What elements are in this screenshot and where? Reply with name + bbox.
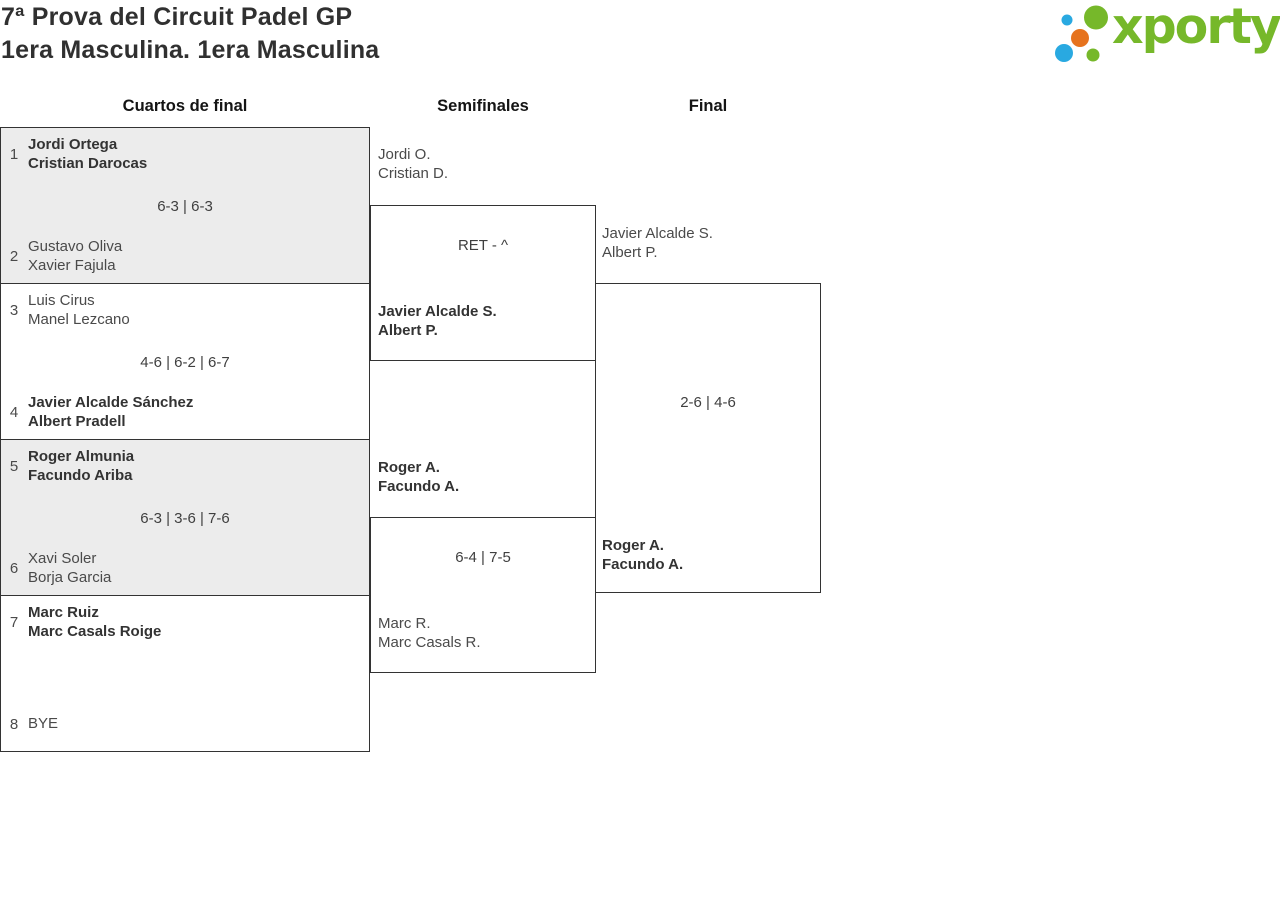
team-slot-seed-7: 7 Marc Ruiz Marc Casals Roige — [9, 604, 162, 641]
player-name: Facundo A. — [378, 477, 460, 495]
seed-number: 2 — [9, 248, 19, 265]
round-header-semifinales: Semifinales — [437, 97, 529, 115]
team-slot-seed-5: 5 Roger Almunia Facundo Ariba — [9, 448, 134, 485]
seed-number: 5 — [9, 458, 19, 475]
seed-number: 7 — [9, 614, 19, 631]
player-name: Manel Lezcano — [28, 310, 130, 328]
seed-number: 1 — [9, 146, 19, 163]
semifinal1-bottom-team: Javier Alcalde S. Albert P. — [378, 303, 497, 340]
match-score: 4-6 | 6-2 | 6-7 — [140, 354, 230, 371]
player-name: Facundo Ariba — [28, 466, 133, 484]
match-quarterfinal-3: 5 Roger Almunia Facundo Ariba 6-3 | 3-6 … — [0, 439, 370, 596]
player-name: Roger A. — [378, 459, 440, 476]
team-names: BYE — [28, 715, 58, 734]
match-quarterfinal-4: 7 Marc Ruiz Marc Casals Roige 8 BYE — [0, 595, 370, 752]
match-score: 6-3 | 6-3 — [157, 198, 213, 215]
player-name: Borja Garcia — [28, 568, 112, 586]
match-quarterfinal-2: 3 Luis Cirus Manel Lezcano 4-6 | 6-2 | 6… — [0, 283, 370, 440]
match-final-box: 2-6 | 4-6 — [595, 283, 821, 593]
page-title: 7ª Prova del Circuit Padel GP 1era Mascu… — [1, 1, 379, 67]
player-name: Jordi O. — [378, 146, 431, 163]
seed-number: 3 — [9, 302, 19, 319]
xporty-logo-text: xporty — [1112, 0, 1280, 55]
player-name: Roger A. — [602, 537, 664, 554]
final-top-team: Javier Alcalde S. Albert P. — [602, 225, 713, 262]
player-name: Marc Ruiz — [28, 604, 99, 621]
player-name: Marc Casals R. — [378, 633, 481, 651]
match-score: 6-4 | 7-5 — [455, 549, 511, 566]
tournament-name: 7ª Prova del Circuit Padel GP — [1, 3, 353, 31]
team-names: Gustavo Oliva Xavier Fajula — [28, 238, 122, 275]
team-names: Roger Almunia Facundo Ariba — [28, 448, 134, 485]
match-quarterfinal-1: 1 Jordi Ortega Cristian Darocas 6-3 | 6-… — [0, 127, 370, 284]
team-names: Jordi Ortega Cristian Darocas — [28, 136, 147, 173]
player-name: Roger Almunia — [28, 448, 135, 465]
team-slot-seed-4: 4 Javier Alcalde Sánchez Albert Pradell — [9, 394, 194, 431]
team-slot-seed-2: 2 Gustavo Oliva Xavier Fajula — [9, 238, 122, 275]
xporty-logo-mark — [1055, 5, 1108, 62]
player-name: Javier Alcalde S. — [378, 303, 497, 320]
round-header-final: Final — [688, 97, 728, 115]
team-slot-seed-3: 3 Luis Cirus Manel Lezcano — [9, 292, 130, 329]
seed-number: 4 — [9, 404, 19, 421]
semifinal2-bottom-team: Marc R. Marc Casals R. — [378, 615, 481, 652]
round-header-cuartos-de-final: Cuartos de final — [122, 97, 248, 115]
team-names: Xavi Soler Borja Garcia — [28, 550, 111, 587]
match-score: 2-6 | 4-6 — [680, 394, 736, 411]
seed-number: 6 — [9, 560, 19, 577]
semifinal2-top-team: Roger A. Facundo A. — [378, 459, 459, 496]
player-name: Albert P. — [602, 243, 658, 261]
match-semifinal-2-box: 6-4 | 7-5 — [370, 517, 596, 673]
player-name: Facundo A. — [602, 555, 684, 573]
match-score: RET - ^ — [457, 237, 509, 254]
final-bottom-team: Roger A. Facundo A. — [602, 537, 683, 574]
match-semifinal-1-box: RET - ^ — [370, 205, 596, 361]
player-name: Gustavo Oliva — [28, 238, 123, 255]
player-name: Cristian D. — [378, 164, 449, 182]
player-name: Albert Pradell — [28, 412, 126, 430]
category-name: 1era Masculina. 1era Masculina — [1, 36, 380, 64]
player-name: Marc R. — [378, 615, 431, 632]
player-name: Javier Alcalde S. — [602, 225, 713, 242]
player-name: Xavi Soler — [28, 550, 97, 567]
team-slot-seed-8: 8 BYE — [9, 715, 58, 734]
player-name: Luis Cirus — [28, 292, 95, 309]
team-names: Marc Ruiz Marc Casals Roige — [28, 604, 161, 641]
player-name: Marc Casals Roige — [28, 622, 162, 640]
player-name: Albert P. — [378, 321, 438, 339]
player-name: BYE — [28, 715, 59, 732]
player-name: Cristian Darocas — [28, 154, 148, 172]
player-name: Xavier Fajula — [28, 256, 116, 274]
player-name: Javier Alcalde Sánchez — [28, 394, 194, 411]
team-slot-seed-6: 6 Xavi Soler Borja Garcia — [9, 550, 112, 587]
team-names: Javier Alcalde Sánchez Albert Pradell — [28, 394, 193, 431]
seed-number: 8 — [9, 715, 19, 733]
match-score: 6-3 | 3-6 | 7-6 — [140, 510, 230, 527]
xporty-logo[interactable]: xporty — [1048, 0, 1280, 66]
team-names: Luis Cirus Manel Lezcano — [28, 292, 130, 329]
player-name: Jordi Ortega — [28, 136, 118, 153]
team-slot-seed-1: 1 Jordi Ortega Cristian Darocas — [9, 136, 147, 173]
semifinal1-top-team: Jordi O. Cristian D. — [378, 146, 448, 183]
